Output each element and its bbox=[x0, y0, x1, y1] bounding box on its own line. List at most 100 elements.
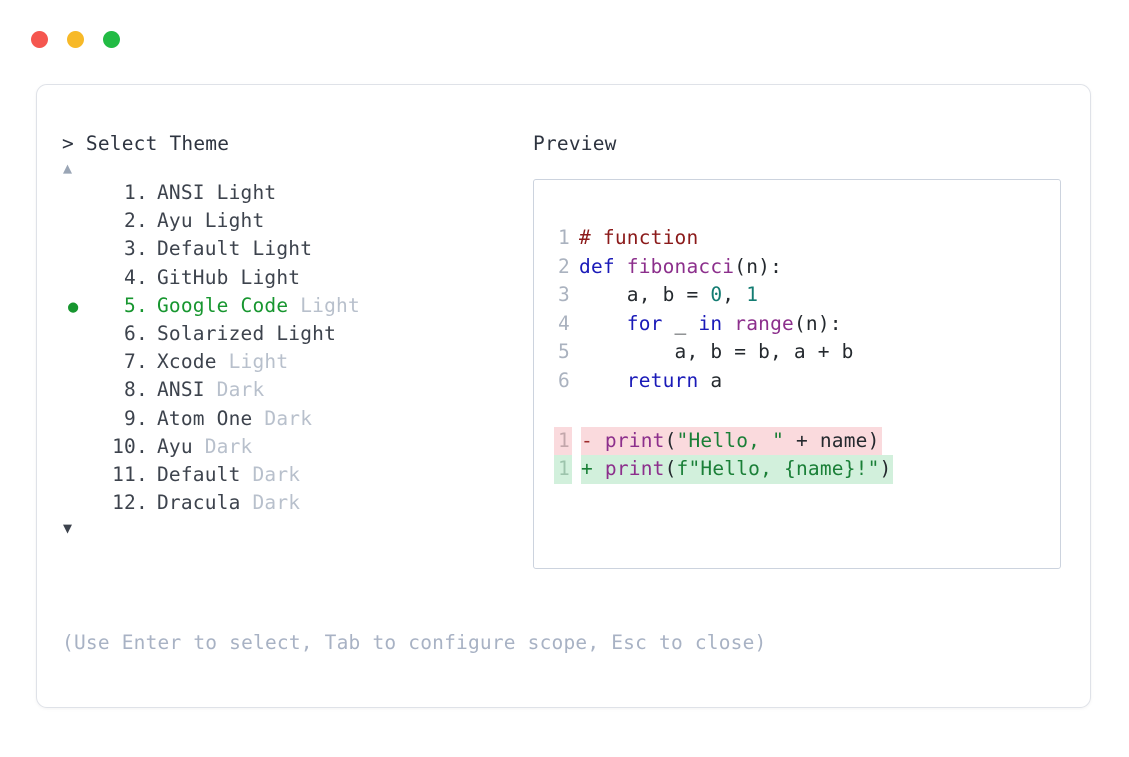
theme-item-number-dot: . bbox=[136, 209, 148, 233]
diff-line-number: 1 bbox=[554, 426, 572, 456]
theme-item-number: 12 bbox=[112, 491, 136, 515]
theme-item-variant: Light bbox=[288, 293, 360, 317]
code-token-fn: print bbox=[604, 428, 665, 452]
diff-sign-ins: + bbox=[581, 457, 605, 481]
theme-item-name: Dracula bbox=[156, 491, 241, 515]
theme-item-variant: Light bbox=[216, 350, 289, 374]
diff-line-content: + print(f"Hello, {name}!") bbox=[581, 455, 894, 484]
code-token-plain: (n): bbox=[734, 254, 783, 278]
theme-item-number: 1 bbox=[124, 181, 136, 204]
code-line-number: 3 bbox=[558, 283, 570, 307]
theme-item-number-dot: . bbox=[136, 434, 148, 458]
code-line-number: 6 bbox=[558, 368, 570, 392]
code-token-num: 0 bbox=[710, 283, 723, 307]
theme-item-variant: Dark bbox=[252, 406, 313, 430]
theme-item-name: Ayu bbox=[156, 434, 193, 458]
theme-item-number: 10 bbox=[112, 434, 136, 458]
theme-item-number-dot: . bbox=[136, 265, 148, 289]
theme-list-item[interactable]: 4. GitHub Light bbox=[62, 264, 522, 292]
theme-item-name: ANSI bbox=[156, 378, 205, 402]
code-token-plain bbox=[722, 312, 734, 335]
code-token-kw: def bbox=[579, 254, 615, 278]
theme-item-number-dot: . bbox=[136, 406, 148, 430]
minimize-button[interactable] bbox=[67, 31, 84, 48]
code-token-str: "Hello, " bbox=[676, 428, 785, 452]
theme-selector-card: > Select Theme ▲ 1. ANSI Light 2. Ayu Light… bbox=[36, 84, 1091, 708]
theme-list-item[interactable]: 2. Ayu Light bbox=[62, 207, 522, 235]
theme-item-number: 3 bbox=[124, 237, 136, 261]
theme-item-number-dot: . bbox=[136, 293, 148, 317]
window-controls bbox=[31, 31, 120, 48]
code-token-plain bbox=[579, 312, 627, 335]
theme-item-number: 5 bbox=[124, 293, 136, 317]
theme-item-name: Solarized Light bbox=[156, 321, 337, 345]
theme-list-item[interactable]: 1. ANSI Light bbox=[62, 179, 522, 207]
theme-list-item[interactable]: ● 5. Google Code Light bbox=[62, 292, 522, 320]
theme-item-number-dot: . bbox=[136, 181, 148, 204]
code-token-plain: _ bbox=[662, 311, 699, 335]
code-token-fn: print bbox=[604, 457, 665, 481]
code-token-comment: # function bbox=[579, 226, 699, 249]
diff-line-content: - print("Hello, " + name) bbox=[581, 426, 882, 456]
scroll-down-icon[interactable]: ▼ bbox=[63, 519, 73, 538]
code-line-number: 1 bbox=[558, 226, 570, 249]
code-line: 3 a, b = 0, 1 bbox=[534, 281, 1060, 310]
close-button[interactable] bbox=[31, 31, 48, 48]
diff-line-del: 1 - print("Hello, " + name) bbox=[534, 426, 1060, 456]
theme-item-number-dot: . bbox=[136, 237, 148, 261]
code-token-kw: in bbox=[698, 311, 723, 335]
code-token-kw: for bbox=[626, 311, 663, 335]
code-token-num: 1 bbox=[746, 283, 759, 307]
theme-list-item[interactable]: 9. Atom One Dark bbox=[62, 405, 522, 433]
theme-list-item[interactable]: 7. Xcode Light bbox=[62, 348, 522, 376]
theme-item-number: 9 bbox=[124, 406, 136, 430]
theme-item-name: Google Code bbox=[156, 293, 289, 317]
theme-item-variant: Dark bbox=[204, 378, 265, 402]
theme-list-item[interactable]: 6. Solarized Light bbox=[62, 320, 522, 348]
code-token-plain: a bbox=[698, 368, 723, 392]
theme-item-variant: Dark bbox=[240, 462, 301, 486]
scroll-up-icon[interactable]: ▲ bbox=[63, 159, 73, 177]
theme-list-item[interactable]: 11. Default Dark bbox=[62, 461, 522, 489]
code-line-content: def fibonacci(n): bbox=[579, 253, 782, 282]
code-token-plain bbox=[579, 369, 627, 392]
theme-item-variant: Dark bbox=[192, 434, 253, 458]
code-line-number: 4 bbox=[558, 311, 570, 335]
theme-item-name: Default bbox=[156, 462, 241, 486]
theme-item-name: ANSI Light bbox=[156, 181, 277, 204]
page-title: > Select Theme bbox=[62, 132, 230, 155]
code-line: 5 a, b = b, a + b bbox=[534, 338, 1060, 367]
theme-item-number: 4 bbox=[124, 265, 136, 289]
theme-item-number: 7 bbox=[124, 350, 136, 374]
theme-list-item[interactable]: 12.Dracula Dark bbox=[62, 489, 522, 517]
theme-item-name: Xcode bbox=[156, 350, 217, 374]
theme-item-name: Atom One bbox=[156, 406, 253, 430]
theme-list-item[interactable]: 10. Ayu Dark bbox=[62, 433, 522, 461]
theme-list-item[interactable]: 3.Default Light bbox=[62, 235, 522, 263]
theme-item-number: 8 bbox=[124, 378, 136, 402]
keyboard-hint: (Use Enter to select, Tab to configure s… bbox=[62, 631, 767, 654]
code-line-content: a, b = 0, 1 bbox=[579, 281, 758, 310]
code-token-plain: ) bbox=[879, 457, 892, 481]
code-line-content: for _ in range(n): bbox=[579, 310, 842, 339]
theme-item-number-dot: . bbox=[136, 321, 148, 345]
theme-item-number: 2 bbox=[124, 209, 136, 233]
code-line: 1 # function bbox=[534, 224, 1060, 253]
theme-item-variant: Dark bbox=[240, 491, 301, 515]
theme-list-item[interactable]: 8. ANSI Dark bbox=[62, 376, 522, 404]
theme-item-number: 11 bbox=[112, 462, 136, 486]
selected-bullet-icon: ● bbox=[68, 296, 79, 317]
maximize-button[interactable] bbox=[103, 31, 120, 48]
theme-item-number-dot: . bbox=[136, 462, 148, 486]
theme-item-name: GitHub Light bbox=[156, 265, 301, 289]
theme-item-number: 6 bbox=[124, 321, 136, 345]
code-token-str: f"Hello, {name}!" bbox=[676, 457, 880, 481]
theme-item-name: Ayu Light bbox=[156, 209, 265, 233]
diff-line-ins: 1+ print(f"Hello, {name}!") bbox=[534, 455, 1060, 484]
diff-sign-del: - bbox=[581, 428, 605, 452]
code-token-plain: a, b = bbox=[579, 283, 711, 307]
theme-item-number-dot: . bbox=[136, 378, 148, 402]
theme-item-number-dot: . bbox=[136, 350, 148, 374]
